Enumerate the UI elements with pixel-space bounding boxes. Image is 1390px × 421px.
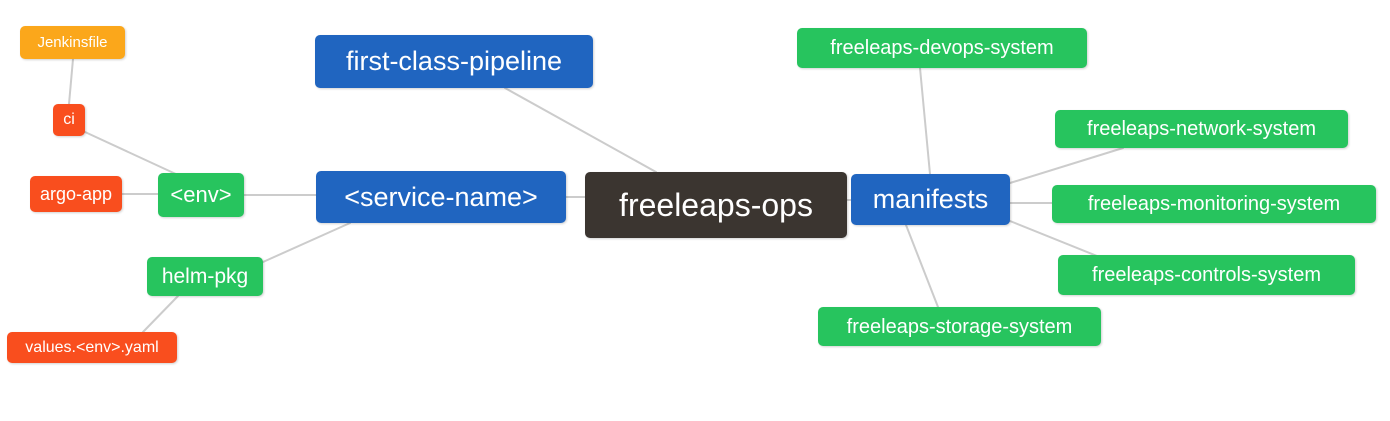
mindmap-node-manifests[interactable]: manifests [851,174,1010,225]
edge-ci-to-env [84,131,179,176]
mindmap-node-devops-system[interactable]: freeleaps-devops-system [797,28,1087,68]
mindmap-node-freeleaps-ops[interactable]: freeleaps-ops [585,172,847,238]
mindmap-node-argo-app[interactable]: argo-app [30,176,122,212]
edge-jenkinsfile-to-ci [68,58,74,105]
mindmap-node-first-class-pipeline[interactable]: first-class-pipeline [315,35,593,88]
mindmap-node-env[interactable]: <env> [158,173,244,217]
mindmap-node-network-system[interactable]: freeleaps-network-system [1055,110,1348,148]
edge-manifests-to-storage-system [905,224,939,308]
mindmap-node-ci[interactable]: ci [53,104,85,136]
mindmap-node-service-name[interactable]: <service-name> [316,171,566,223]
mindmap-node-storage-system[interactable]: freeleaps-storage-system [818,307,1101,346]
mindmap-node-controls-system[interactable]: freeleaps-controls-system [1058,255,1355,295]
mindmap-node-jenkinsfile[interactable]: Jenkinsfile [20,26,125,59]
edge-helm-pkg-to-service-name [262,222,351,263]
edge-values-env-yaml-to-helm-pkg [142,295,179,333]
edge-first-class-pipeline-to-freeleaps-ops [504,87,657,173]
edge-manifests-to-network-system [1009,147,1124,184]
mindmap-node-helm-pkg[interactable]: helm-pkg [147,257,263,296]
mindmap-node-values-env-yaml[interactable]: values.<env>.yaml [7,332,177,363]
mindmap-node-monitoring-system[interactable]: freeleaps-monitoring-system [1052,185,1376,223]
edge-manifests-to-devops-system [919,67,931,175]
edge-manifests-to-controls-system [1009,220,1098,257]
